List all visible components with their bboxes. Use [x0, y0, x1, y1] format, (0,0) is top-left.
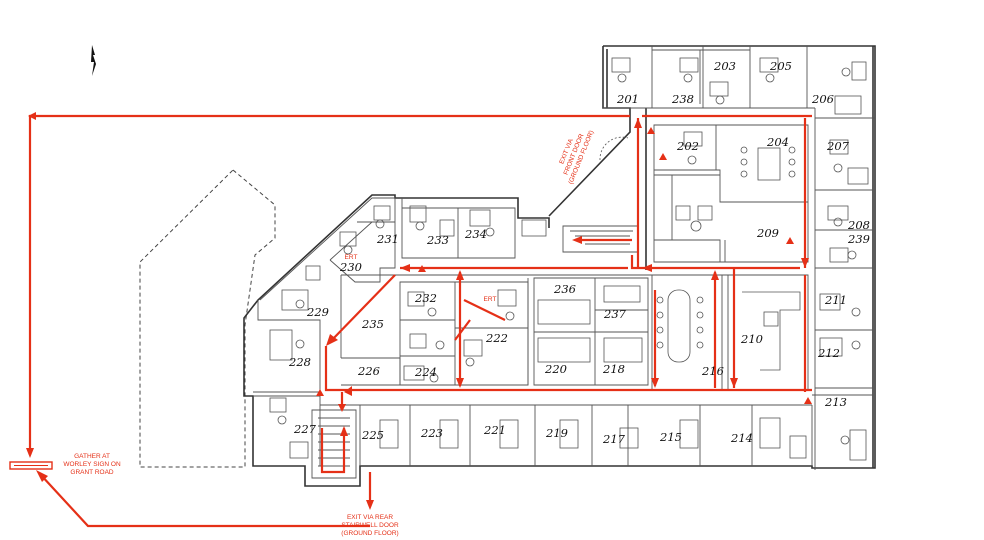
- front-exit-note: EXIT VIA FRONT DOOR (GROUND FLOOR): [558, 130, 595, 186]
- ert-230: ERT: [345, 254, 358, 261]
- room-number-228: 228: [288, 355, 311, 369]
- room-number-205: 205: [769, 59, 792, 73]
- north-arrow-icon: [91, 45, 96, 76]
- room-number-226: 226: [357, 364, 380, 378]
- room-number-204: 204: [766, 135, 789, 149]
- room-number-214: 214: [730, 431, 753, 445]
- room-number-220: 220: [544, 362, 567, 376]
- room-number-232: 232: [414, 291, 437, 305]
- room-number-209: 209: [756, 226, 779, 240]
- room-number-206: 206: [811, 92, 834, 106]
- room-number-230: 230: [339, 260, 362, 274]
- room-number-234: 234: [464, 227, 487, 241]
- room-number-219: 219: [545, 426, 568, 440]
- dashed-building-outline: [139, 169, 276, 468]
- room-number-203: 203: [713, 59, 736, 73]
- room-number-223: 223: [420, 426, 443, 440]
- room-number-211: 211: [824, 293, 847, 307]
- room-number-216: 216: [701, 364, 724, 378]
- rear-exit-line-2: STAIRWELL DOOR: [341, 522, 399, 529]
- room-number-213: 213: [824, 395, 847, 409]
- room-number-231: 231: [376, 232, 399, 246]
- room-number-224: 224: [414, 365, 437, 379]
- room-number-237: 237: [603, 307, 627, 321]
- evacuation-routes: [26, 112, 812, 528]
- room-number-239: 239: [847, 232, 870, 246]
- extinguisher-markers: [316, 127, 812, 404]
- building-walls: [243, 45, 876, 487]
- gather-line-1: GATHER AT: [74, 453, 110, 460]
- gather-line-3: GRANT ROAD: [70, 469, 114, 476]
- room-number-218: 218: [602, 362, 625, 376]
- worley-sign-icon: [9, 461, 53, 470]
- furniture: [269, 57, 869, 461]
- room-number-227: 227: [293, 422, 317, 436]
- gather-line-2: WORLEY SIGN ON: [63, 461, 121, 468]
- room-number-236: 236: [553, 282, 576, 296]
- room-number-210: 210: [740, 332, 763, 346]
- room-number-238: 238: [671, 92, 694, 106]
- rear-exit-note: EXIT VIA REAR STAIRWELL DOOR (GROUND FLO…: [341, 514, 399, 537]
- rear-exit-line-1: EXIT VIA REAR: [347, 514, 393, 521]
- room-number-207: 207: [826, 139, 850, 153]
- gather-note: GATHER AT WORLEY SIGN ON GRANT ROAD: [63, 453, 121, 476]
- rear-exit-line-3: (GROUND FLOOR): [341, 530, 398, 537]
- room-number-233: 233: [426, 233, 449, 247]
- ert-labels: ERT ERT: [345, 254, 497, 303]
- room-number-229: 229: [306, 305, 329, 319]
- room-number-201: 201: [616, 92, 639, 106]
- room-number-235: 235: [361, 317, 384, 331]
- room-number-208: 208: [847, 218, 870, 232]
- room-number-212: 212: [817, 346, 840, 360]
- ert-222: ERT: [484, 296, 497, 303]
- room-number-215: 215: [659, 430, 682, 444]
- room-number-225: 225: [361, 428, 384, 442]
- room-number-221: 221: [483, 423, 506, 437]
- room-number-222: 222: [485, 331, 508, 345]
- room-number-202: 202: [676, 139, 699, 153]
- room-number-217: 217: [602, 432, 626, 446]
